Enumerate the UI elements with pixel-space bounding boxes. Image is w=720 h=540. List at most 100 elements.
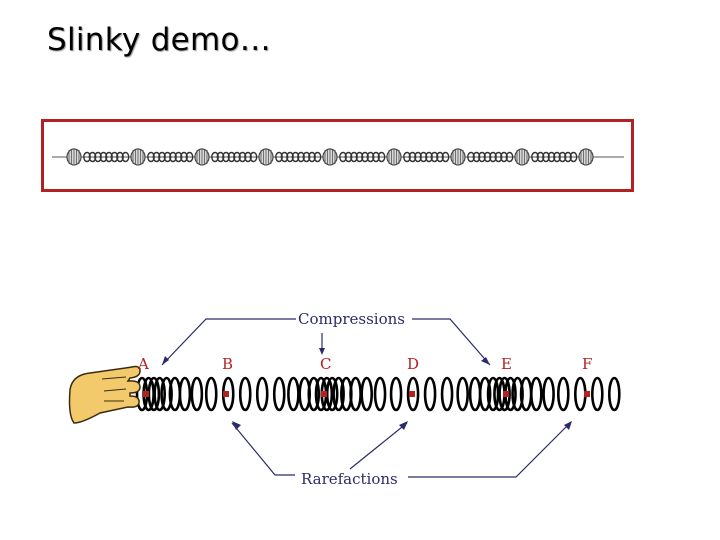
slinky-coil-loop	[344, 151, 353, 163]
point-label-d: D	[407, 355, 419, 373]
slinky-coil-loop	[366, 151, 375, 163]
slinky-coil-loop	[350, 151, 358, 163]
slinky-coil-loop	[280, 151, 289, 163]
slinky-coil-loop	[489, 151, 497, 163]
point-marker	[584, 391, 590, 397]
slinky-coil-loop	[430, 151, 439, 163]
wave-coil-loop	[574, 376, 587, 412]
slinky-coil-loop	[403, 151, 411, 163]
slinky-coil-loop	[249, 151, 258, 163]
top-slinky-frame	[41, 119, 634, 192]
slinky-coil-loop	[313, 151, 322, 163]
slinky-coil-loop	[355, 151, 364, 163]
slinky-coil-loop	[425, 151, 433, 163]
rarefaction-arrowheads	[232, 421, 572, 430]
wave-coil-loop	[325, 376, 339, 412]
slinky-coil-loop	[494, 151, 503, 163]
slinky-coil-loop	[169, 151, 177, 163]
slinky-coil-loop	[372, 151, 380, 163]
point-labels: A B C D E F	[137, 355, 592, 373]
slinky-coil-loop	[185, 151, 194, 163]
slinky-coil-loop	[152, 151, 161, 163]
slinky-coil-loop	[163, 151, 172, 163]
slinky-coil-loop	[174, 151, 183, 163]
slinky-coil-loop	[94, 151, 102, 163]
wave-coil-loop	[486, 376, 500, 412]
pulse-group	[66, 148, 594, 166]
slinky-coil-loop	[99, 151, 108, 163]
wave-coil-loop	[498, 376, 511, 412]
slinky-coil-loop	[553, 151, 561, 163]
slinky-coil-loop	[436, 151, 444, 163]
slinky-coil-loop	[275, 151, 283, 163]
wave-coil-loop	[332, 376, 345, 412]
slinky-coil-loop	[216, 151, 225, 163]
wave-coil-loop	[178, 376, 192, 412]
wave-coil-loop	[238, 376, 252, 412]
compressions-label: Compressions	[298, 310, 405, 328]
wave-coil-loop	[204, 376, 218, 412]
wave-coil-loop	[255, 376, 269, 412]
slinky-coil-loop	[505, 151, 514, 163]
slinky-coil-loop	[472, 151, 481, 163]
slinky-coil-loop	[83, 151, 91, 163]
compression-arrowheads	[162, 348, 490, 365]
slinky-coil-loop	[547, 151, 556, 163]
slinky-coil-loop	[302, 151, 311, 163]
slinky-coil-loop	[467, 151, 475, 163]
slinky-coil-loop	[408, 151, 417, 163]
wave-coil-loop	[478, 376, 492, 412]
wave-coil-loop	[153, 376, 166, 412]
wave-coil-loop	[272, 376, 286, 412]
slinky-coil-loop	[286, 151, 294, 163]
slinky-coil-loop	[531, 151, 539, 163]
wave-coil-loop	[591, 376, 604, 412]
slinky-coil-loop	[227, 151, 236, 163]
slinky-coil-loop	[377, 151, 386, 163]
wave-coil-loop	[360, 376, 374, 412]
slinky-coil-loop	[564, 151, 572, 163]
slinky-coil-loop	[558, 151, 567, 163]
slinky-coil-loop	[105, 151, 113, 163]
point-label-e: E	[501, 355, 512, 373]
wave-coil-loop	[190, 376, 204, 412]
wave-coil-loop	[160, 376, 173, 412]
slinky-coil-loop	[569, 151, 578, 163]
point-markers	[143, 391, 590, 397]
slinky-coil-loop	[297, 151, 305, 163]
slinky-coil-loop	[500, 151, 508, 163]
wave-coil-loop	[440, 376, 454, 412]
point-marker	[143, 391, 149, 397]
slinky-coil-loop	[419, 151, 428, 163]
slinky-coil-loop	[244, 151, 252, 163]
hand-icon	[68, 365, 141, 424]
point-label-a: A	[137, 355, 149, 373]
slinky-coil-loop	[414, 151, 422, 163]
point-marker	[503, 391, 509, 397]
slinky-coil-loop	[478, 151, 486, 163]
wave-coil-loop	[373, 376, 387, 412]
longitudinal-wave-figure: Compressions Rarefactions A B C	[60, 295, 640, 495]
wave-coil-loop	[389, 376, 403, 412]
slinky-coil-loop	[291, 151, 300, 163]
rarefactions-label: Rarefactions	[301, 470, 398, 488]
slinky-coil-loop	[536, 151, 545, 163]
wave-coil-loop	[406, 376, 420, 412]
wave-coil-loop	[468, 376, 482, 412]
top-slinky-svg	[52, 148, 624, 166]
slinky-coil-loop	[339, 151, 347, 163]
wave-coil-loop	[542, 376, 555, 412]
point-label-f: F	[582, 355, 592, 373]
wave-coil-loop	[287, 376, 300, 412]
point-marker	[409, 391, 415, 397]
slinky-coil-loop	[110, 151, 119, 163]
slinky-coil-loop	[308, 151, 316, 163]
slinky-coil-loop	[238, 151, 247, 163]
slinky-coil-loop	[483, 151, 492, 163]
slinky-coil-loop	[211, 151, 219, 163]
point-marker	[321, 391, 327, 397]
slinky-coil-loop	[180, 151, 188, 163]
slinky-coil-loop	[88, 151, 97, 163]
slinky-coil-loop	[121, 151, 130, 163]
wave-coil-loop	[511, 376, 524, 412]
